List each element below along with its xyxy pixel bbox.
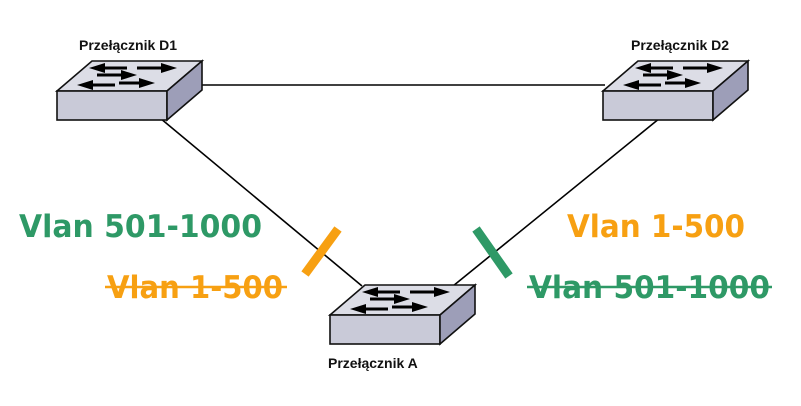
link-d1-a — [159, 117, 363, 287]
switch-d1-label: Przełącznik D1 — [79, 37, 177, 53]
link-d2-a — [452, 117, 661, 287]
switch-a[interactable] — [328, 283, 477, 346]
switch-a-label: Przełącznik A — [328, 355, 418, 371]
vlan-right-allowed: Vlan 1-500 — [567, 209, 745, 245]
port-block-marker-left — [301, 226, 342, 277]
switch-d2[interactable] — [601, 59, 750, 122]
links — [159, 84, 661, 287]
vlan-left-allowed: Vlan 501-1000 — [19, 209, 262, 245]
switch-d2-label: Przełącznik D2 — [631, 37, 729, 53]
network-switch-icon — [328, 283, 477, 346]
network-switch-icon — [55, 59, 204, 122]
switch-d1[interactable] — [55, 59, 204, 122]
port-block-marker-right — [472, 226, 513, 279]
network-switch-icon — [601, 59, 750, 122]
